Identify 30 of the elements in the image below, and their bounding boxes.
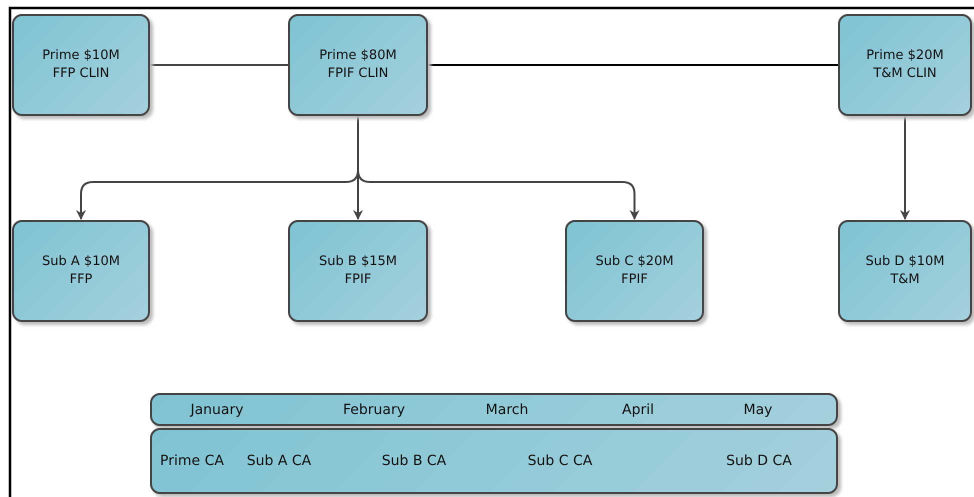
process-box xyxy=(12,14,150,116)
node-label: Prime $80M FPIF CLIN xyxy=(318,47,398,83)
arrow xyxy=(357,116,640,220)
month-label: February xyxy=(342,400,406,418)
node-label: Sub B $15M FPIF xyxy=(318,253,398,289)
month-label: January xyxy=(190,400,244,418)
arrow xyxy=(900,116,910,220)
process-box xyxy=(838,220,972,322)
month-label: March xyxy=(486,400,528,418)
node-label: Sub D $10M T&M xyxy=(864,253,946,289)
connector-line xyxy=(150,64,288,66)
milestone-label: Sub C CA xyxy=(528,452,592,470)
milestone-label: Prime CA xyxy=(160,452,224,470)
node-label: Sub A $10M FFP xyxy=(41,253,121,289)
milestone-label: Sub B CA xyxy=(382,452,446,470)
connector-line xyxy=(428,64,838,66)
process-box xyxy=(288,220,428,322)
node-label: Prime $10M FFP CLIN xyxy=(41,47,121,83)
timeline-band xyxy=(150,393,838,426)
month-label: May xyxy=(744,400,772,418)
process-box xyxy=(838,14,972,116)
process-box xyxy=(288,14,428,116)
milestone-band xyxy=(150,428,838,494)
month-label: April xyxy=(622,400,654,418)
milestone-label: Sub A CA xyxy=(246,452,312,470)
node-label: Sub C $20M FPIF xyxy=(594,253,675,289)
node-label: Prime $20M T&M CLIN xyxy=(865,47,945,83)
process-box xyxy=(565,220,704,322)
process-box xyxy=(12,220,150,322)
milestone-label: Sub D CA xyxy=(726,452,792,470)
